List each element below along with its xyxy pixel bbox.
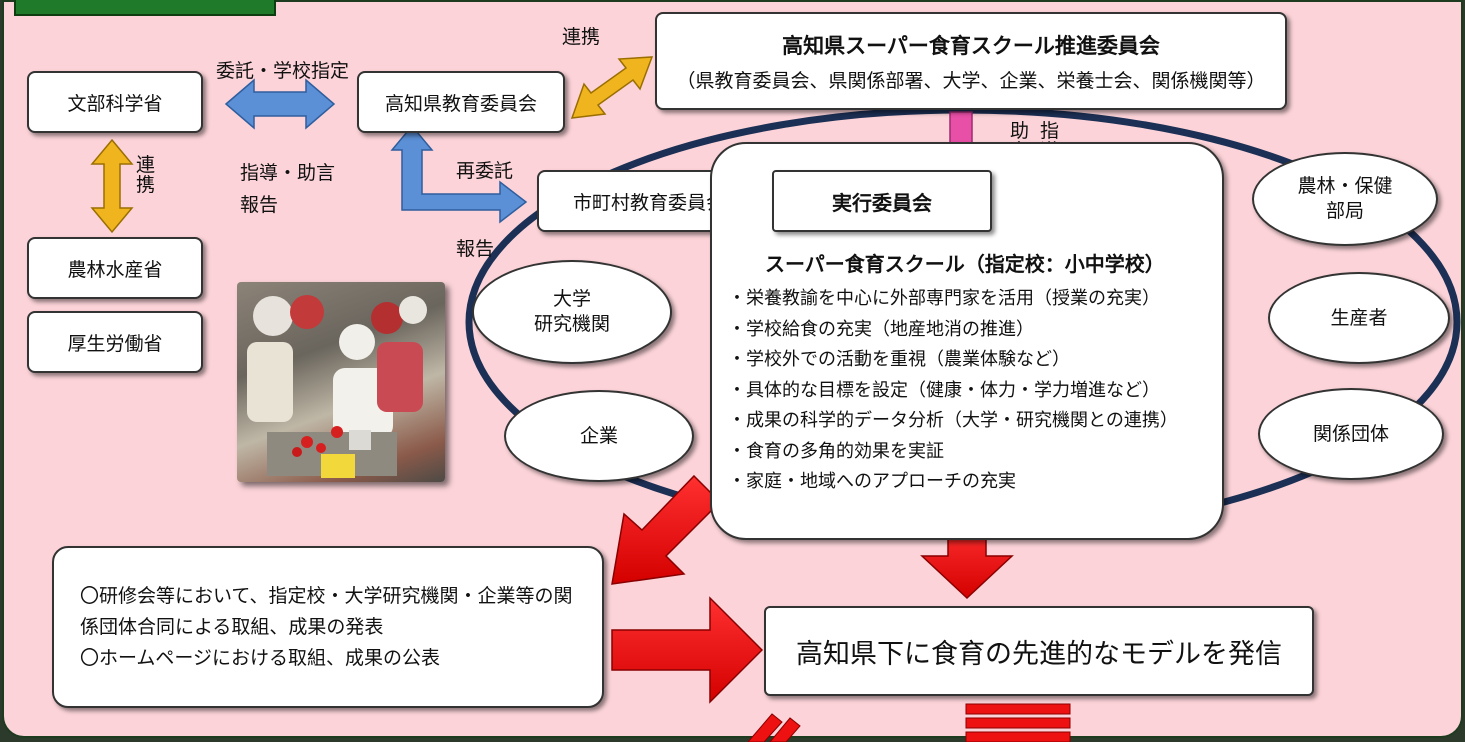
outcome-line-1: 〇研修会等において、指定校・大学研究機関・企業等の関 [80, 584, 573, 607]
producer-oval: 生産者 [1268, 272, 1450, 364]
mhlw-box: 厚生労働省 [27, 311, 203, 373]
exec-committee-box: 実行委員会 [772, 170, 992, 232]
school-item: ・家庭・地域へのアプローチの充実 [728, 471, 1016, 492]
report-label: 報告 [240, 194, 279, 216]
recommission-label: 再委託 [456, 160, 514, 182]
promo-committee-title: 高知県スーパー食育スクール推進委員会 [782, 33, 1160, 58]
school-item: ・成果の科学的データ分析（大学・研究機関との連携） [728, 410, 1178, 431]
commission-label: 委託・学校指定 [216, 60, 350, 82]
bottom-stripes [747, 703, 1071, 742]
agri-health-oval: 農林・保健部局 [1252, 152, 1438, 246]
report-label-2: 報告 [456, 238, 495, 260]
school-item: ・学校外での活動を重視（農業体験など） [728, 349, 1070, 370]
promo-committee-box: 高知県スーパー食育スクール推進委員会 （県教育委員会、県関係部署、大学、企業、栄… [655, 12, 1287, 110]
maff-box: 農林水産省 [27, 237, 203, 299]
company-oval: 企業 [504, 390, 694, 482]
kochi-board-box: 高知県教育委員会 [357, 71, 565, 133]
commission-double-arrow [224, 78, 336, 130]
outcomes-box: 〇研修会等において、指定校・大学研究機関・企業等の関 係団体合同による取組、成果… [52, 546, 604, 708]
school-title: スーパー食育スクール（指定校：小中学校） [765, 252, 1165, 276]
school-item: ・具体的な目標を設定（健康・体力・学力増進など） [728, 379, 1160, 401]
recommission-arrow [390, 124, 528, 224]
outcome-line-2: 係団体合同による取組、成果の発表 [80, 615, 384, 638]
related-groups-oval: 関係団体 [1258, 388, 1444, 480]
coop-top-label: 連携 [562, 26, 601, 48]
mext-box: 文部科学省 [27, 71, 203, 133]
school-item: ・栄養教諭を中心に外部専門家を活用（授業の充実） [728, 288, 1160, 309]
outcome-line-3: 〇ホームページにおける取組、成果の公表 [80, 646, 441, 669]
school-item: ・食育の多角的効果を実証 [728, 440, 944, 462]
coop-diagonal-arrow [570, 56, 654, 119]
school-item: ・学校給食の充実（地産地消の推進） [728, 318, 1034, 340]
children-cooking-photo [237, 282, 445, 482]
title-tab [14, 0, 276, 16]
coop-vertical-arrow [90, 138, 134, 234]
model-dissemination-box: 高知県下に食育の先進的なモデルを発信 [764, 606, 1314, 696]
university-oval: 大学研究機関 [472, 260, 672, 364]
photo-figures [247, 295, 427, 478]
guidance-advice-label: 指導・助言 [240, 162, 336, 184]
promo-committee-members: （県教育委員会、県関係部署、大学、企業、栄養士会、関係機関等） [676, 69, 1266, 92]
school-initiatives-list: ・栄養教諭を中心に外部専門家を活用（授業の充実） ・学校給食の充実（地産地消の推… [728, 284, 1178, 498]
coop-side-label: 連携 [136, 154, 156, 196]
model-right-arrow [611, 596, 764, 704]
